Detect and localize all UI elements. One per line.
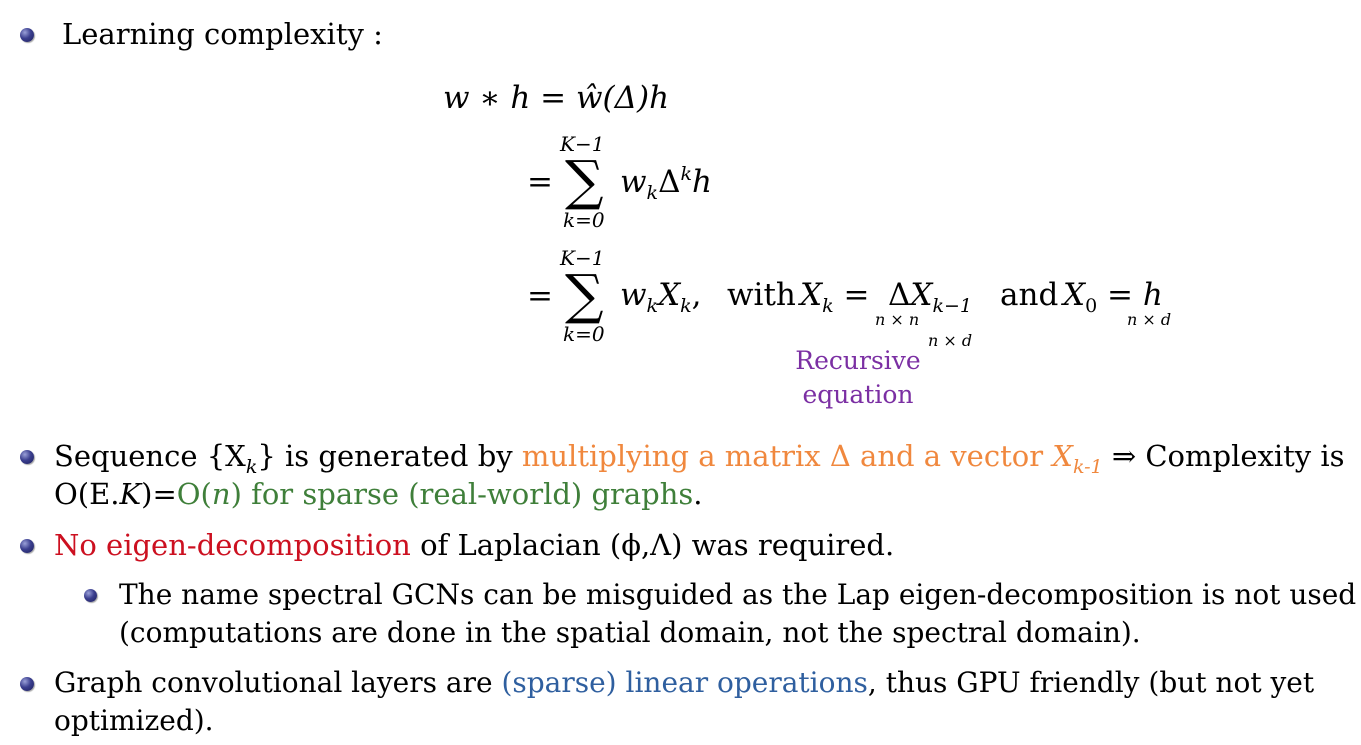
equals-sign: = [527, 164, 553, 200]
gcn-layers-line-2: optimized). [54, 704, 214, 737]
no-eigen-line: No eigen-decomposition of Laplacian (ϕ,Λ… [54, 526, 894, 564]
sparse-complexity-n: n [211, 477, 231, 511]
initial-condition: X0 = h [1063, 277, 1163, 317]
complexity-expr: O(E. [54, 477, 120, 511]
sparse-complexity: ) for sparse (real-world) graphs [230, 477, 694, 511]
equals-sign: = [527, 278, 553, 314]
linear-ops-highlight: (sparse) linear operations [501, 666, 868, 699]
sequence-line-1: Sequence {Xk} is generated by multiplyin… [54, 437, 1345, 486]
recursive-equation-annotation: Recursive equation [790, 344, 926, 412]
bullet-marker [20, 28, 34, 42]
recursion-lhs: Xk = [800, 277, 870, 317]
subbullet-line-1: The name spectral GCNs can be misguided … [119, 578, 1357, 611]
seq-text: Sequence {X [54, 439, 246, 473]
dim-n-by-d: n × d [1127, 310, 1172, 329]
sequence-line-2: O(E.K)=O(n) for sparse (real-world) grap… [54, 475, 703, 513]
vector-x: X [1052, 439, 1073, 473]
sum-icon: ∑ [565, 149, 604, 212]
sum-lower-limit: k=0 [563, 322, 605, 346]
learning-complexity-heading: Learning complexity : [62, 17, 383, 51]
dim-n-by-n: n × n [875, 310, 920, 329]
equation-line-1: w ∗ h = ŵ(Δ)h [443, 80, 670, 116]
multiply-highlight: multiplying a matrix Δ and a vector [521, 439, 1053, 473]
sum-icon: ∑ [565, 263, 604, 326]
subbullet-line-2: (computations are done in the spatial do… [119, 616, 1141, 649]
annotation-line-1: Recursive [795, 346, 921, 375]
sparse-complexity: O( [176, 477, 212, 511]
equation-line-3-term: wkXk, [620, 277, 702, 317]
complexity-expr: )= [141, 477, 177, 511]
gcn-layers-line-1: Graph convolutional layers are (sparse) … [54, 664, 1314, 702]
equation-line-2-term: wkΔkh [620, 163, 712, 204]
recursion-rhs: ΔXk−1 [888, 277, 972, 317]
no-eigen-highlight: No eigen-decomposition [54, 528, 411, 562]
annotation-line-2: equation [802, 380, 914, 409]
sum-lower-limit: k=0 [563, 208, 605, 232]
gpu-text: , thus GPU friendly (but not yet [867, 666, 1315, 699]
with-word: with [727, 277, 796, 313]
and-word: and [1000, 277, 1059, 313]
bullet-marker [20, 539, 34, 553]
bullet-marker [20, 677, 34, 691]
vector-subscript: k-1 [1072, 456, 1103, 478]
sub-bullet-marker [84, 589, 97, 602]
complexity-text: ⇒ Complexity is [1102, 439, 1345, 473]
period: . [693, 477, 703, 511]
seq-subscript: k [245, 456, 258, 478]
sum-upper-limit: K−1 [560, 246, 605, 270]
complexity-k: K [119, 477, 142, 511]
laplacian-text: of Laplacian (ϕ,Λ) was required. [410, 528, 895, 562]
sum-upper-limit: K−1 [560, 132, 605, 156]
gcn-text: Graph convolutional layers are [54, 666, 502, 699]
dim-n-by-d: n × d [928, 331, 973, 350]
seq-text: } is generated by [257, 439, 522, 473]
bullet-marker [20, 450, 34, 464]
